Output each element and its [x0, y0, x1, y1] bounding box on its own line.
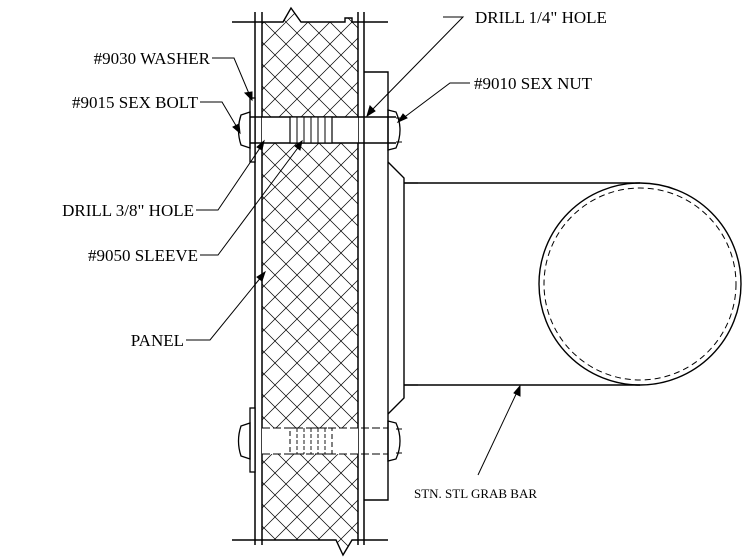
label-drill-three-eighths-hole: DRILL 3/8" HOLE: [62, 201, 194, 220]
label-washer: #9030 WASHER: [94, 49, 211, 68]
label-grab-bar: STN. STL GRAB BAR: [414, 486, 537, 501]
label-sleeve: #9050 SLEEVE: [88, 246, 198, 265]
panel-core-hatch: [262, 8, 358, 555]
panel-assembly: [232, 6, 388, 557]
grab-bar-flange: [364, 71, 418, 501]
label-sex-nut: #9010 SEX NUT: [474, 74, 593, 93]
lower-bolt-assembly: [237, 407, 402, 473]
leader-lines: [186, 16, 521, 476]
label-drill-quarter-hole: DRILL 1/4" HOLE: [475, 8, 607, 27]
grab-bar-tube-outer: [538, 182, 742, 386]
stainless-grab-bar: [404, 182, 742, 386]
upper-bolt-assembly: [237, 97, 402, 163]
label-sex-bolt: #9015 SEX BOLT: [72, 93, 199, 112]
label-panel: PANEL: [131, 331, 184, 350]
grab-bar-tube-inner: [543, 187, 737, 381]
